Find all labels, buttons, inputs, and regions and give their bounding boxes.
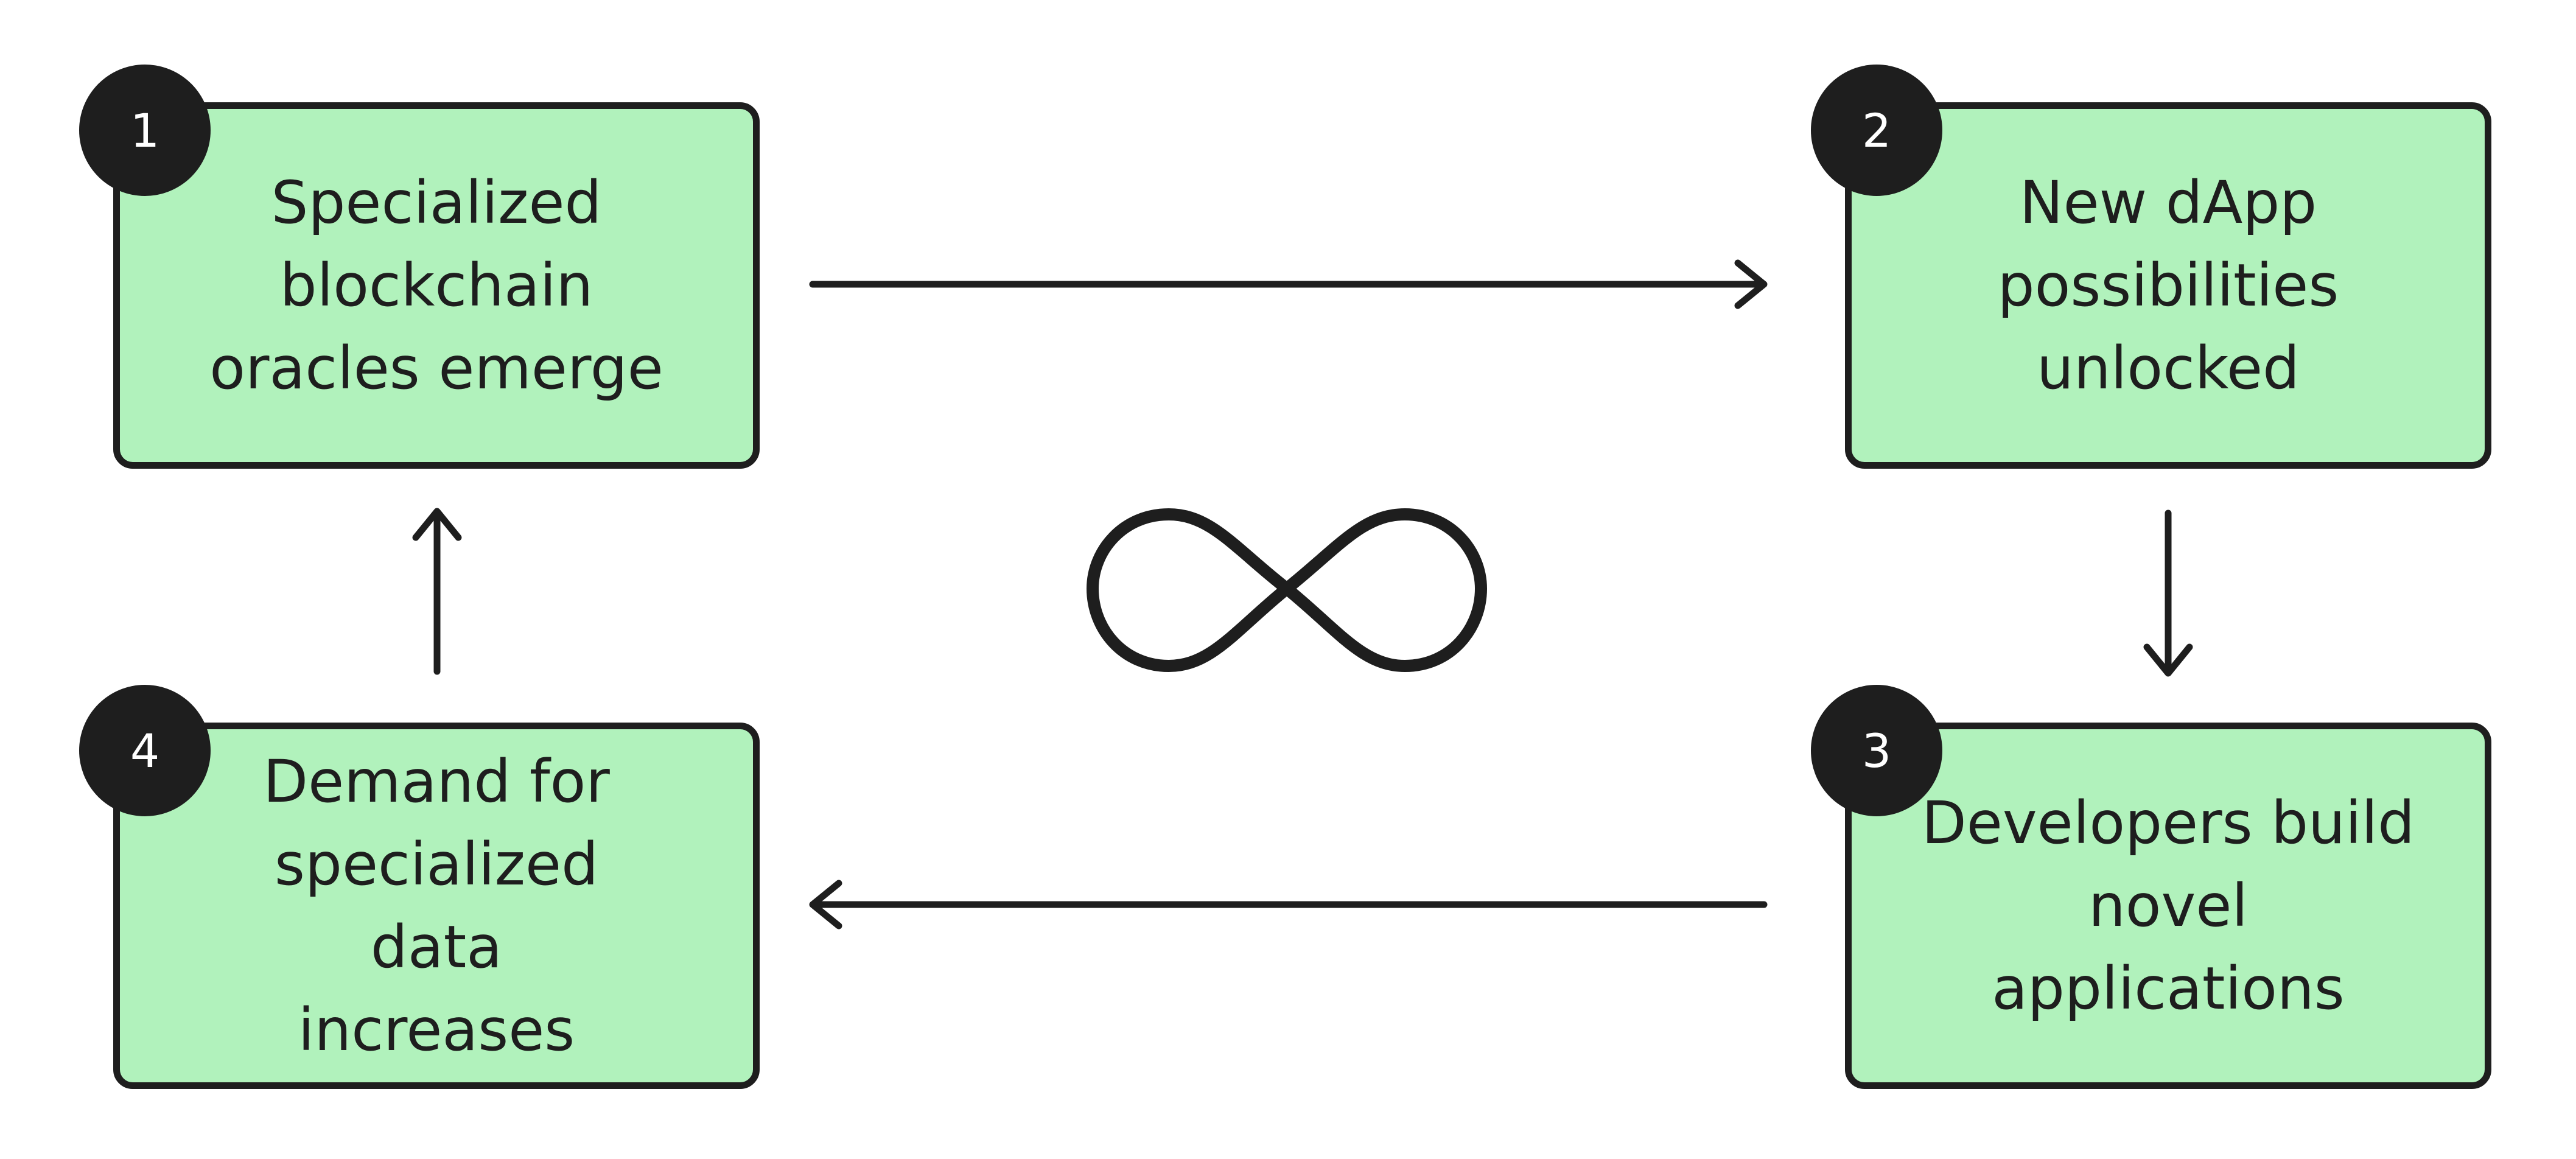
arrow-step2-to-step3 (2143, 509, 2193, 677)
step-3-badge: 3 (1811, 685, 1942, 816)
infinity-icon (1087, 508, 1487, 672)
step-1-box: Specialized blockchain oracles emerge (113, 102, 760, 469)
step-3-box: Developers build novel applications (1845, 723, 2491, 1089)
step-2-label: New dApp possibilities unlocked (1997, 169, 2339, 402)
step-1-label: Specialized blockchain oracles emerge (209, 169, 663, 402)
step-4-label: Demand for specialized data increases (263, 748, 610, 1064)
step-1-badge: 1 (79, 65, 211, 196)
arrow-step1-to-step2 (809, 259, 1768, 309)
step-2-badge: 2 (1811, 65, 1942, 196)
arrow-step4-to-step1 (412, 508, 462, 675)
step-4-box: Demand for specialized data increases (113, 723, 760, 1089)
step-4-badge: 4 (79, 685, 211, 816)
step-2-box: New dApp possibilities unlocked (1845, 102, 2491, 469)
arrow-step3-to-step4 (809, 880, 1768, 930)
step-3-label: Developers build novel applications (1921, 789, 2415, 1023)
